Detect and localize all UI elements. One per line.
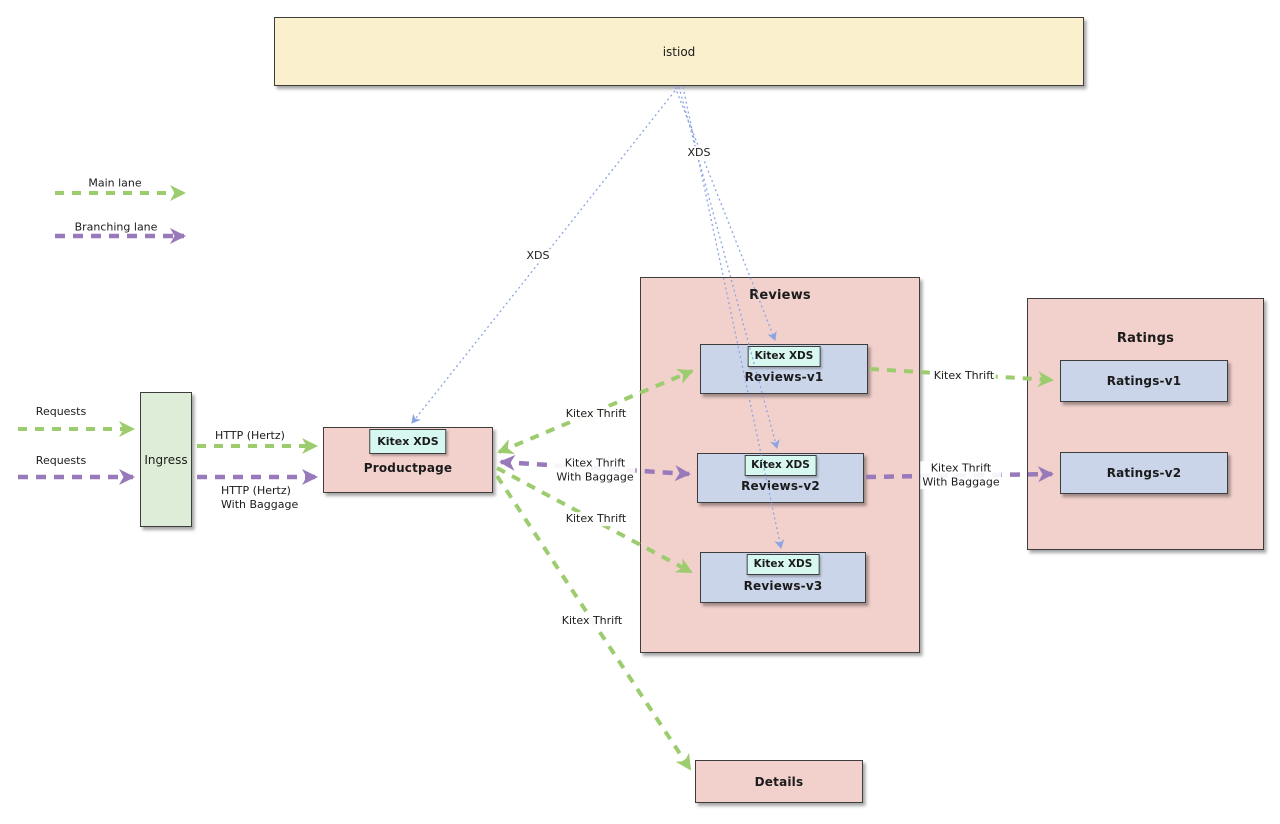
ratings-v1-label: Ratings-v1	[1106, 374, 1182, 388]
label-kitex-thrift-baggage-v2: Kitex Thrift With Baggage	[554, 456, 636, 484]
reviews-v3-node: Kitex XDS Reviews-v3	[700, 552, 866, 603]
label-http-hertz-with-baggage: HTTP (Hertz) With Baggage	[219, 484, 301, 512]
kitex-xds-badge: Kitex XDS	[744, 455, 817, 476]
label-http-hertz: HTTP (Hertz)	[213, 429, 287, 443]
label-kitex-thrift-v1: Kitex Thrift	[563, 407, 629, 421]
reviews-v2-label: Reviews-v2	[741, 479, 820, 493]
kitex-xds-badge: Kitex XDS	[369, 429, 447, 454]
ratings-container: Ratings	[1027, 298, 1264, 550]
ratings-title: Ratings	[1116, 331, 1175, 346]
productpage-label: Productpage	[363, 461, 453, 475]
label-kitex-thrift-v3: Kitex Thrift	[563, 512, 629, 526]
label-xds-reviews: XDS	[685, 146, 713, 160]
ratings-v2-node: Ratings-v2	[1060, 452, 1228, 494]
label-kitex-thrift-ratings-v1: Kitex Thrift	[931, 369, 997, 383]
reviews-v1-label: Reviews-v1	[744, 370, 824, 384]
details-node: Details	[695, 760, 863, 803]
reviews-v1-node: Kitex XDS Reviews-v1	[700, 344, 868, 394]
legend-main-lane-label: Main lane	[88, 176, 142, 190]
istiod-label: istiod	[662, 44, 696, 59]
istiod-node: istiod	[274, 17, 1084, 86]
label-requests-main: Requests	[33, 405, 89, 419]
ingress-label: Ingress	[144, 452, 188, 467]
kitex-xds-badge: Kitex XDS	[747, 346, 821, 367]
label-kitex-thrift-baggage-ratings-v2: Kitex Thrift With Baggage	[920, 461, 1002, 489]
details-label: Details	[754, 774, 804, 789]
productpage-node: Kitex XDS Productpage	[323, 427, 493, 493]
legend-branching-lane-label: Branching lane	[74, 220, 158, 234]
label-xds-productpage: XDS	[524, 249, 552, 263]
ratings-v2-label: Ratings-v2	[1106, 466, 1182, 480]
ratings-v1-node: Ratings-v1	[1060, 360, 1228, 402]
label-kitex-thrift-details: Kitex Thrift	[559, 614, 625, 628]
kitex-xds-badge: Kitex XDS	[746, 554, 820, 575]
reviews-v2-node: Kitex XDS Reviews-v2	[697, 453, 864, 503]
reviews-title: Reviews	[749, 288, 811, 303]
ingress-node: Ingress	[140, 392, 192, 527]
label-requests-branch: Requests	[33, 454, 89, 468]
reviews-v3-label: Reviews-v3	[743, 578, 823, 593]
